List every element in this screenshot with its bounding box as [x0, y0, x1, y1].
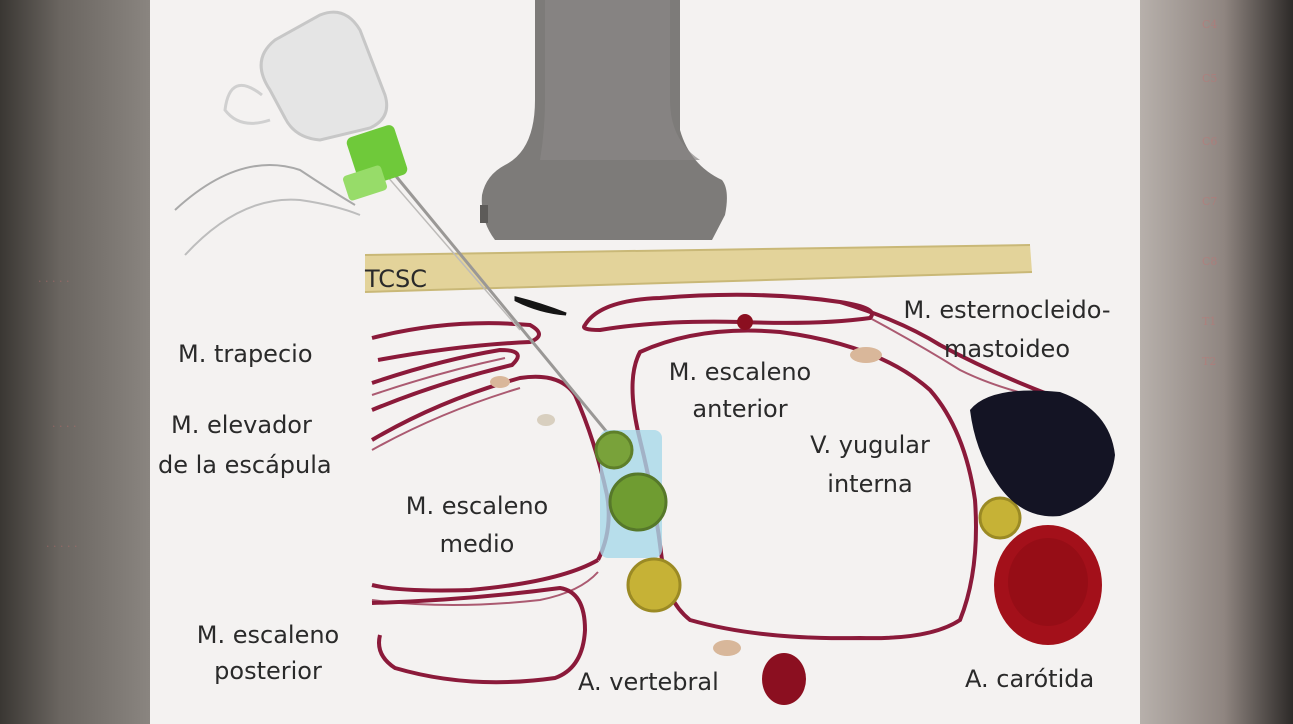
trapezius-muscle [372, 323, 539, 410]
label-carotida: A. carótida [965, 663, 1094, 695]
ultrasound-probe [480, 0, 727, 240]
label-esterno-1: M. esternocleido- [882, 294, 1132, 326]
label-escaleno-medio-1: M. escaleno [392, 490, 562, 522]
label-escaleno-anterior-2: anterior [652, 393, 828, 425]
label-escaleno-medio-2: medio [392, 528, 562, 560]
label-yugular-1: V. yugular [790, 429, 950, 461]
internal-jugular-vein [970, 390, 1115, 516]
label-vertebral: A. vertebral [578, 666, 719, 698]
posterior-scalene-muscle [372, 588, 585, 682]
label-escaleno-posterior-2: posterior [183, 655, 353, 687]
label-esterno-2: mastoideo [882, 333, 1132, 365]
vertebral-artery [762, 653, 806, 705]
label-elevador-1: M. elevador [171, 409, 312, 441]
fat-node-3 [537, 414, 555, 426]
subcutaneous-tissue-band [365, 245, 1032, 292]
label-tcsc: TCSC [365, 263, 427, 295]
fat-node-4 [713, 640, 741, 656]
label-escaleno-anterior-1: M. escaleno [652, 356, 828, 388]
label-escaleno-posterior-1: M. escaleno [183, 619, 353, 651]
label-trapecio: M. trapecio [178, 338, 313, 370]
vagus-nerve [980, 498, 1020, 538]
node-small-1 [737, 314, 753, 330]
brachial-plexus-roots [596, 430, 680, 611]
label-elevador-2: de la escápula [158, 449, 332, 481]
syringe [175, 12, 387, 255]
fat-node-1 [850, 347, 882, 363]
label-yugular-2: interna [790, 468, 950, 500]
carotid-artery [994, 525, 1102, 645]
fat-node-2 [490, 376, 510, 388]
fascia-mark [516, 298, 566, 314]
